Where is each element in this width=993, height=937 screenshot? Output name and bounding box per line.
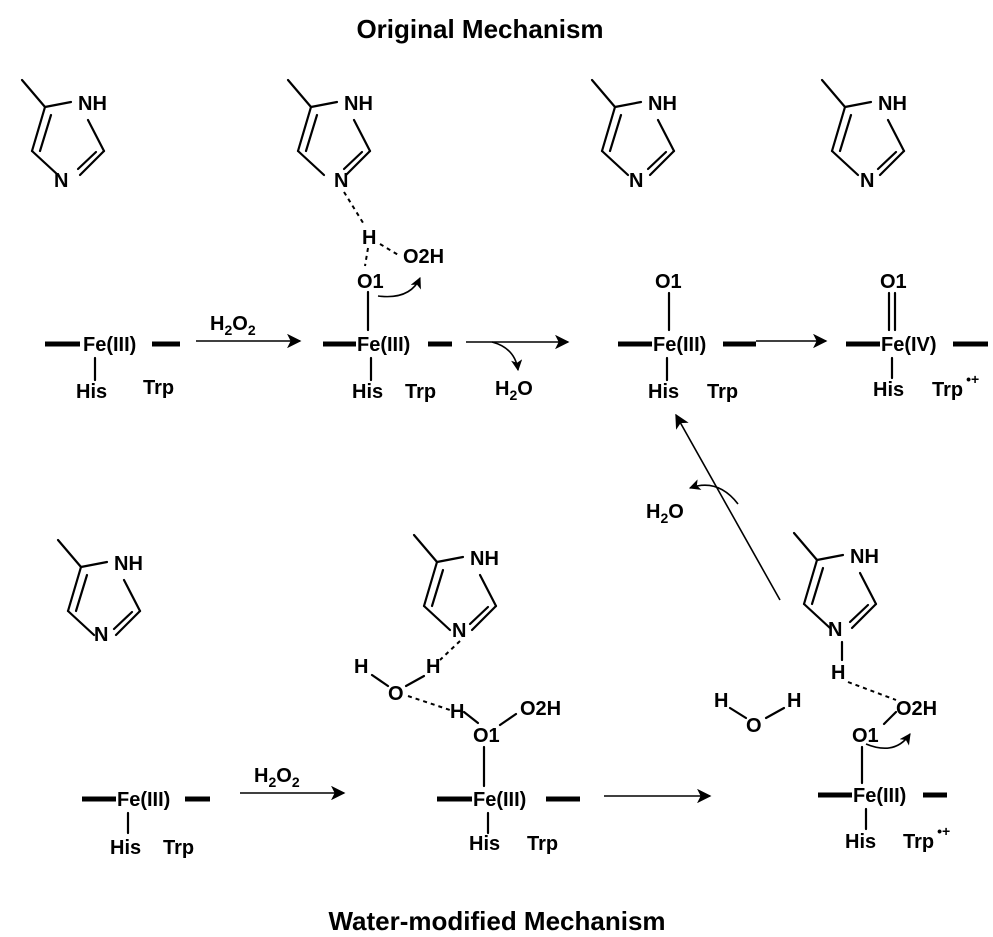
- heme-fe3-water-bridge: H H O H O1 O2H Fe(III) His Trp: [354, 640, 580, 855]
- svg-text:N: N: [860, 170, 874, 192]
- heme-fe3-trp-radical: H O2H O1 Fe(III) His Trp•+: [818, 640, 950, 853]
- svg-text:H: H: [787, 690, 801, 712]
- imidazole-4: NH N: [820, 78, 907, 192]
- svg-text:N: N: [828, 619, 842, 641]
- imidazole-5: NH N: [56, 538, 143, 646]
- svg-text:His: His: [110, 837, 141, 859]
- title-original-mechanism: Original Mechanism: [356, 14, 603, 44]
- svg-text:Trp: Trp: [163, 837, 194, 859]
- svg-text:O1: O1: [473, 725, 500, 747]
- svg-text:NH: NH: [78, 93, 107, 115]
- imidazole-3: NH N: [590, 78, 677, 192]
- svg-text:Fe(III): Fe(III): [357, 334, 410, 356]
- svg-text:H: H: [426, 656, 440, 678]
- svg-text:H: H: [362, 227, 376, 249]
- svg-text:Trp: Trp: [143, 377, 174, 399]
- svg-text:Fe(III): Fe(III): [83, 334, 136, 356]
- svg-text:NH: NH: [850, 546, 879, 568]
- svg-text:N: N: [54, 170, 68, 192]
- svg-text:Fe(III): Fe(III): [473, 789, 526, 811]
- svg-text:Trp: Trp: [405, 381, 436, 403]
- svg-text:O1: O1: [852, 725, 879, 747]
- heme-fe3-5: Fe(III) His Trp: [82, 789, 210, 859]
- svg-text:Fe(III): Fe(III): [117, 789, 170, 811]
- svg-text:O2H: O2H: [520, 698, 561, 720]
- svg-text:His: His: [352, 381, 383, 403]
- svg-text:H2O2: H2O2: [210, 313, 256, 338]
- imidazole-2: NH N: [286, 78, 373, 192]
- svg-text:His: His: [845, 831, 876, 853]
- svg-text:O1: O1: [357, 271, 384, 293]
- svg-text:N: N: [334, 170, 348, 192]
- svg-text:Fe(III): Fe(III): [653, 334, 706, 356]
- imidazole-1: NH N: [20, 78, 107, 192]
- svg-text:Fe(IV): Fe(IV): [881, 334, 937, 356]
- svg-text:Trp•+: Trp•+: [903, 823, 950, 853]
- svg-text:His: His: [873, 379, 904, 401]
- svg-text:Trp•+: Trp•+: [932, 371, 979, 401]
- svg-text:NH: NH: [648, 93, 677, 115]
- heme-fe4-oxo: O1 Fe(IV) His Trp•+: [846, 271, 988, 401]
- svg-text:O1: O1: [655, 271, 682, 293]
- heme-fe3-peroxide: H O2H O1 Fe(III) His Trp: [323, 191, 452, 403]
- svg-text:H: H: [354, 656, 368, 678]
- svg-text:O: O: [388, 683, 404, 705]
- svg-text:H2O: H2O: [495, 378, 533, 403]
- svg-text:His: His: [76, 381, 107, 403]
- svg-text:Fe(III): Fe(III): [853, 785, 906, 807]
- svg-text:H: H: [714, 690, 728, 712]
- svg-text:H2O: H2O: [646, 501, 684, 526]
- svg-text:Trp: Trp: [527, 833, 558, 855]
- svg-text:O2H: O2H: [403, 246, 444, 268]
- svg-text:NH: NH: [470, 548, 499, 570]
- imidazole-6: NH N: [412, 533, 499, 642]
- svg-text:O2H: O2H: [896, 698, 937, 720]
- svg-text:N: N: [629, 170, 643, 192]
- svg-text:NH: NH: [344, 93, 373, 115]
- svg-text:N: N: [94, 624, 108, 646]
- svg-text:N: N: [452, 620, 466, 642]
- free-water: H O H: [714, 690, 801, 737]
- arrow-release-water-top: H2O: [466, 334, 570, 403]
- svg-text:NH: NH: [114, 553, 143, 575]
- arrow-h2o2-top: H2O2: [196, 313, 302, 349]
- svg-text:His: His: [648, 381, 679, 403]
- svg-text:NH: NH: [878, 93, 907, 115]
- svg-text:Trp: Trp: [707, 381, 738, 403]
- svg-text:H: H: [831, 662, 845, 684]
- heme-fe3-oxo: O1 Fe(III) His Trp: [618, 271, 756, 403]
- svg-text:O1: O1: [880, 271, 907, 293]
- svg-text:H2O2: H2O2: [254, 765, 300, 790]
- svg-text:His: His: [469, 833, 500, 855]
- arrow-return-to-fe3-oxo: H2O: [646, 413, 781, 601]
- heme-fe3-1: Fe(III) His Trp: [45, 334, 180, 403]
- svg-text:O: O: [746, 715, 762, 737]
- arrow-h2o2-bottom: H2O2: [240, 765, 346, 801]
- imidazole-7: NH N: [792, 531, 879, 641]
- title-water-modified-mechanism: Water-modified Mechanism: [328, 906, 665, 936]
- svg-text:H: H: [450, 701, 464, 723]
